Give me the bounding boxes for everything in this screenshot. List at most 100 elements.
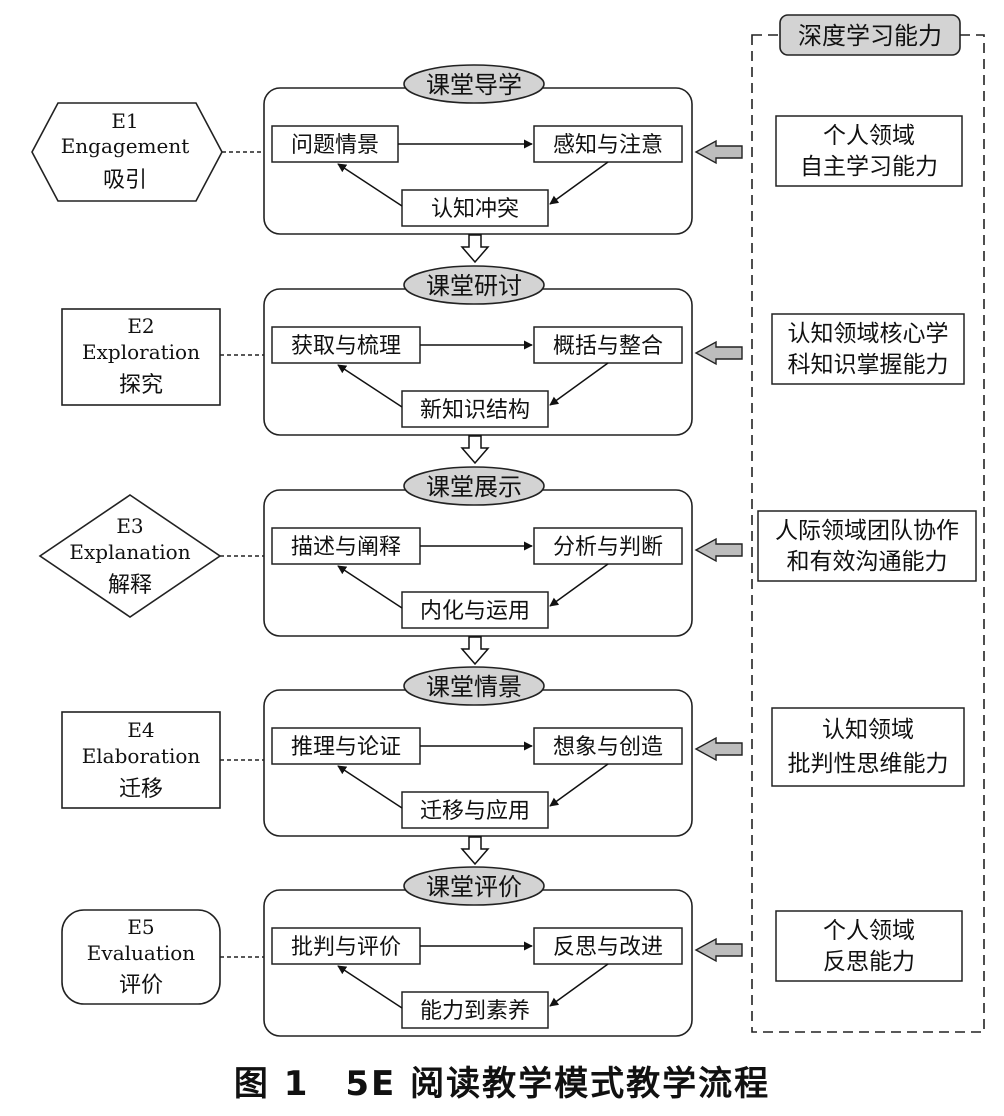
stage-shape-rectangle [61,308,221,406]
flow-arrow [337,965,403,1009]
stage-shape-rectangle [61,711,221,809]
stage-row-e5: E5 Evaluation 评价 课堂评价 批判与评价 反思与改进 能力到素养 … [61,866,963,1037]
step-label-b: 概括与整合 [553,334,663,359]
step-label-c: 新知识结构 [420,398,530,423]
stage-code: E1 [111,109,138,133]
ability-box [771,707,965,787]
stage-chinese: 吸引 [103,168,147,193]
stage-row-e1: E1 Engagement 吸引 课堂导学 问题情景 感知与注意 认知冲突 个人… [31,64,963,235]
step-box-c [401,591,549,629]
step-label-c: 内化与运用 [420,599,530,624]
ability-line-1: 个人领域 [823,123,915,149]
sidebar-title: 深度学习能力 [798,22,942,50]
input-arrow-icon [694,537,743,563]
flow-arrow [337,565,403,609]
stage-english: Engagement [61,134,190,158]
down-arrow-icon [460,636,490,666]
stage-english: Evaluation [87,941,195,965]
step-box-b [533,125,683,163]
ability-line-2: 反思能力 [823,949,915,975]
stage-chinese: 评价 [119,973,163,998]
flow-arrow [337,364,403,408]
phase-label: 课堂评价 [426,873,522,901]
stage-english: Elaboration [82,744,201,768]
ability-line-2: 和有效沟通能力 [787,549,948,575]
stage-code: E3 [116,514,143,538]
step-label-a: 问题情景 [291,133,379,158]
stage-english: Exploration [82,340,200,364]
step-label-a: 推理与论证 [291,735,401,760]
step-box-a [271,727,421,765]
step-box-b [533,527,683,565]
ability-box [771,313,965,385]
stage-code: E4 [127,718,154,742]
input-arrow-icon [694,736,743,762]
step-box-c [401,991,549,1029]
step-box-c [401,791,549,829]
ability-box [757,510,977,582]
phase-pill [403,866,545,906]
phase-label: 课堂展示 [426,473,522,501]
step-label-a: 描述与阐释 [291,535,401,560]
ability-line-2: 自主学习能力 [800,154,938,180]
stage-row-e2: E2 Exploration 探究 课堂研讨 获取与梳理 概括与整合 新知识结构… [61,265,965,436]
figure-caption: 图 1 5E 阅读教学模式教学流程 [233,1064,771,1104]
flow-arrow [337,163,403,207]
step-label-a: 获取与梳理 [291,334,401,359]
flow-diagram: 深度学习能力 E1 Engagement 吸引 课堂导学 问题情景 感知与注意 … [31,14,985,1037]
stage-shape-diamond [38,494,222,618]
flow-arrow [337,765,403,809]
ability-box [775,910,963,982]
input-arrow-icon [694,937,743,963]
ability-line-1: 人际领域团队协作 [775,518,959,544]
down-arrow-icon [460,234,490,264]
step-label-b: 想象与创造 [553,735,663,760]
ability-line-1: 个人领域 [823,918,915,944]
phase-pill [403,64,545,104]
step-box-c [401,390,549,428]
step-box-a [271,527,421,565]
stage-row-e3: E3 Explanation 解释 课堂展示 描述与阐释 分析与判断 内化与运用… [38,466,977,637]
stage-english: Explanation [69,540,190,564]
step-box-c [401,189,549,227]
down-arrow-icon [460,435,490,465]
step-box-a [271,125,399,163]
phase-pill [403,265,545,305]
ability-line-2: 批判性思维能力 [788,751,949,777]
flow-arrow [549,763,609,807]
flow-arrow [549,161,609,205]
phase-pill [403,466,545,506]
ability-box [775,115,963,187]
step-label-b: 反思与改进 [553,935,663,960]
flow-arrow [549,362,609,406]
step-box-b [533,326,683,364]
stage-row-e4: E4 Elaboration 迁移 课堂情景 推理与论证 想象与创造 迁移与应用… [61,666,965,837]
step-box-b [533,727,683,765]
stage-shape-hexagon [31,102,223,202]
phase-pill [403,666,545,706]
step-label-c: 能力到素养 [420,999,530,1024]
down-arrow-icon [460,836,490,866]
step-label-b: 分析与判断 [553,535,663,560]
flow-arrow [549,963,609,1007]
stage-code: E2 [127,314,154,338]
phase-label: 课堂情景 [426,673,522,701]
step-label-c: 迁移与应用 [420,799,530,824]
flow-arrow [549,563,609,607]
input-arrow-icon [694,340,743,366]
step-label-b: 感知与注意 [553,133,663,158]
phase-label: 课堂导学 [426,71,522,99]
step-label-c: 认知冲突 [431,197,519,222]
ability-line-2: 科知识掌握能力 [788,352,949,378]
stage-chinese: 探究 [119,373,163,398]
step-label-a: 批判与评价 [291,935,401,960]
ability-line-1: 认知领域 [822,717,914,743]
phase-label: 课堂研讨 [426,272,522,300]
ability-line-1: 认知领域核心学 [788,321,949,347]
stage-chinese: 迁移 [119,777,163,802]
sidebar-title-box [779,14,961,56]
input-arrow-icon [694,139,743,165]
stage-chinese: 解释 [108,573,152,598]
step-box-a [271,326,421,364]
stage-code: E5 [127,915,154,939]
